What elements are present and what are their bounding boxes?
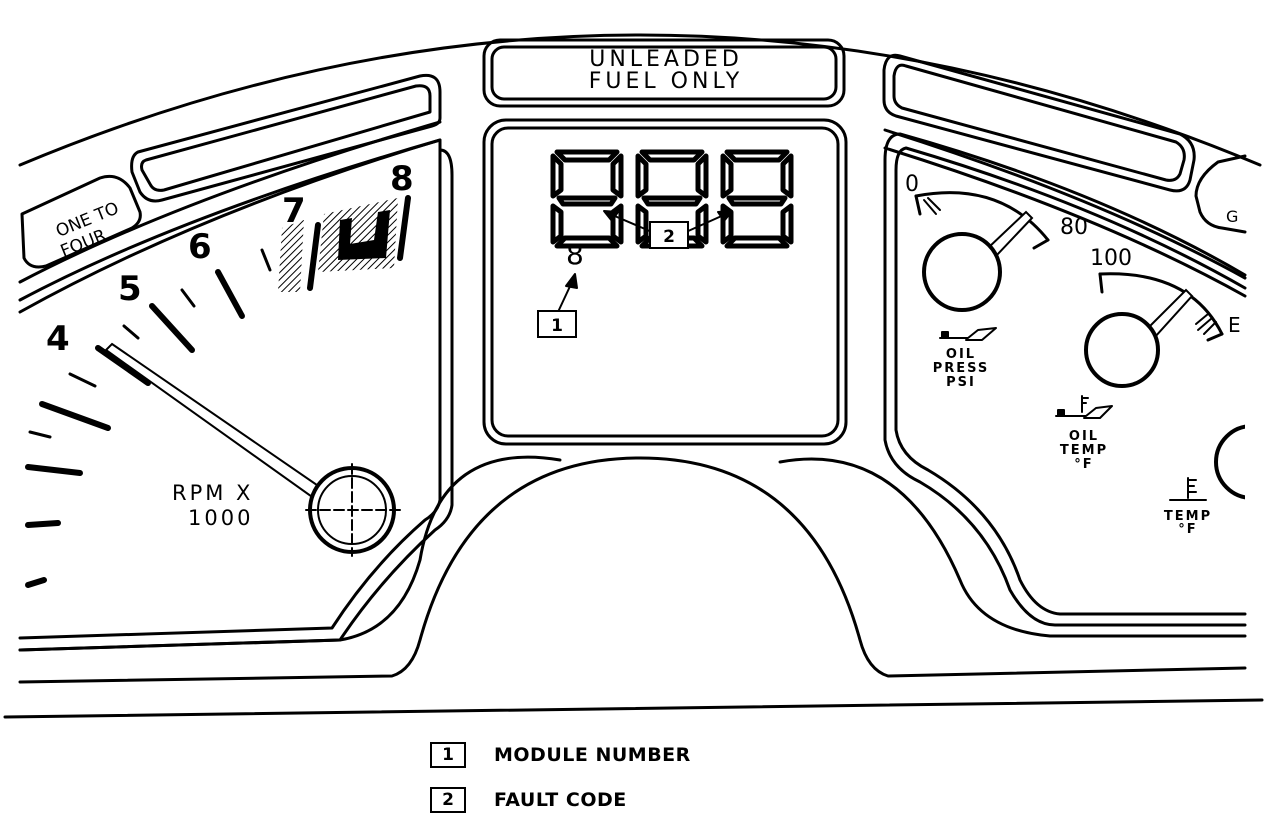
- tachometer-ticks: [25, 195, 411, 588]
- tachometer-redline-zone: [278, 198, 398, 292]
- oil-press-label-2: PRESS: [933, 361, 990, 376]
- right-gauge-panel: [883, 132, 1247, 627]
- oil-temp-icon: [1055, 395, 1113, 419]
- oil-temp-scale: [1098, 272, 1224, 342]
- cluster-lower-bezel: [3, 455, 1264, 719]
- tachometer-panel: [18, 138, 454, 652]
- oil-can-icon: [939, 327, 997, 341]
- legend-label: MODULE NUMBER: [494, 744, 691, 766]
- legend-item-module-number: 1 MODULE NUMBER: [430, 737, 830, 773]
- fault-code-callout: 2: [649, 221, 689, 249]
- legend-number-box: 1: [430, 742, 466, 768]
- fuel-label-line-2: FUEL ONLY: [589, 69, 743, 94]
- coolant-temp-icon: [1169, 477, 1207, 501]
- right-clipped-text: G: [1226, 207, 1238, 226]
- tach-number-8: 8: [390, 159, 414, 199]
- right-warning-window: [882, 53, 1196, 193]
- tach-unit-line-2: 1000: [188, 506, 253, 530]
- tach-number-5: 5: [118, 269, 142, 309]
- fuel-label-line-1: UNLEADED: [589, 47, 743, 72]
- cluster-bezel: [18, 33, 1262, 302]
- oil-press-label-3: PSI: [946, 375, 976, 390]
- oil-press-scale: [914, 191, 1050, 250]
- left-warning-window: [130, 73, 442, 203]
- right-clipped-window: [1194, 154, 1247, 234]
- fault-digit-1: [553, 152, 621, 246]
- svg-text:1: 1: [551, 316, 563, 336]
- tach-number-4: 4: [46, 319, 70, 359]
- legend-item-fault-code: 2 FAULT CODE: [430, 782, 830, 818]
- oil-temp-needle: [1084, 288, 1194, 388]
- tach-number-7: 7: [282, 191, 306, 231]
- oil-press-label-1: OIL: [946, 347, 976, 362]
- coolant-temp-gauge: [1214, 410, 1280, 520]
- digital-display-panel: [482, 118, 848, 446]
- fault-code-callout-arrows: [603, 210, 733, 233]
- legend-number-box: 2: [430, 787, 466, 813]
- fuel-label-window: [482, 38, 846, 108]
- module-number-callout: 1: [537, 310, 577, 338]
- tachometer-needle: [104, 342, 405, 557]
- tach-number-6: 6: [188, 227, 212, 267]
- oil-temp-scale-right: E: [1228, 313, 1241, 337]
- tach-unit-line-1: RPM X: [172, 481, 253, 505]
- fault-digit-3: [723, 152, 791, 246]
- legend-label: FAULT CODE: [494, 789, 627, 811]
- module-number-digit: 8: [566, 238, 584, 271]
- svg-text:2: 2: [663, 227, 675, 247]
- oil-temp-label-3: °F: [1074, 457, 1093, 472]
- oil-temp-label-2: TEMP: [1060, 443, 1108, 458]
- coolant-temp-label-1: TEMP: [1164, 509, 1212, 524]
- oil-temp-label-1: OIL: [1069, 429, 1099, 444]
- coolant-temp-label-2: °F: [1178, 522, 1197, 537]
- oil-press-max-label: 80: [1060, 215, 1088, 240]
- shift-light-window: [20, 174, 142, 269]
- oil-press-min-label: 0: [905, 172, 919, 197]
- oil-press-needle: [922, 210, 1034, 312]
- module-number-callout-arrow: [557, 273, 578, 313]
- oil-temp-scale-top: 100: [1090, 246, 1132, 271]
